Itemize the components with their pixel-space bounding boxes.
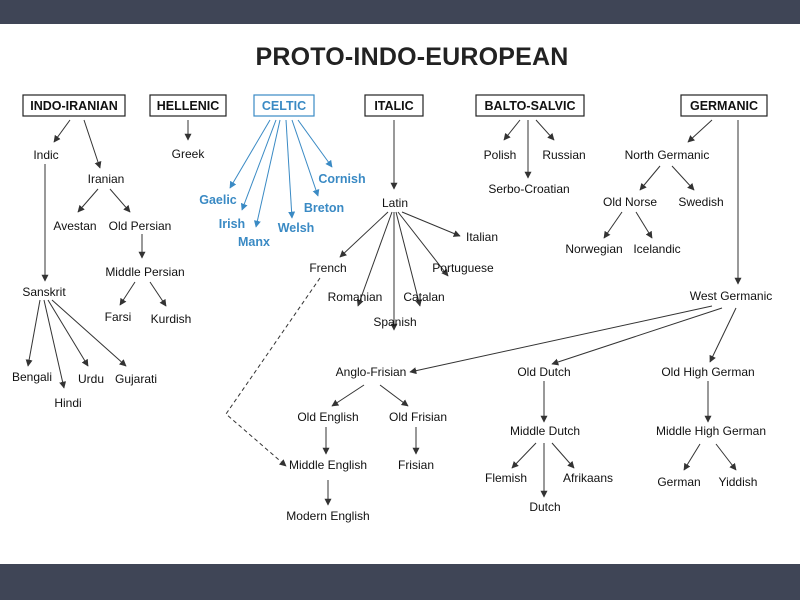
lang-irish: Irish	[219, 217, 245, 231]
lang-swedish: Swedish	[678, 195, 723, 209]
lang-old-frisian: Old Frisian	[389, 410, 447, 424]
lang-old-persian: Old Persian	[109, 219, 172, 233]
lang-middle-english: Middle English	[289, 458, 367, 472]
lang-latin: Latin	[382, 196, 408, 210]
lang-yiddish: Yiddish	[719, 475, 758, 489]
lang-polish: Polish	[484, 148, 517, 162]
lang-russian: Russian	[542, 148, 585, 162]
lang-kurdish: Kurdish	[151, 312, 192, 326]
lang-italian: Italian	[466, 230, 498, 244]
lang-farsi: Farsi	[105, 310, 132, 324]
lang-old-norse: Old Norse	[603, 195, 657, 209]
top-band	[0, 0, 800, 24]
tree-arrows	[25, 119, 742, 506]
lang-breton: Breton	[304, 201, 344, 215]
lang-old-english: Old English	[297, 410, 358, 424]
lang-norwegian: Norwegian	[565, 242, 622, 256]
lang-cornish: Cornish	[318, 172, 365, 186]
lang-serbo-croatian: Serbo-Croatian	[488, 182, 569, 196]
branch-label: ITALIC	[374, 99, 413, 113]
lang-manx: Manx	[238, 235, 270, 249]
lang-spanish: Spanish	[373, 315, 416, 329]
lang-indic: Indic	[33, 148, 58, 162]
branch-indo-iranian: INDO-IRANIAN	[22, 94, 126, 117]
lang-greek: Greek	[172, 147, 206, 161]
lang-hindi: Hindi	[54, 396, 81, 410]
branch-hellenic: HELLENIC	[149, 94, 227, 117]
branch-label: BALTO-SALVIC	[485, 99, 576, 113]
branch-celtic: CELTIC	[253, 94, 315, 117]
branch-italic: ITALIC	[364, 94, 424, 117]
lang-west-germanic: West Germanic	[690, 289, 772, 303]
lang-bengali: Bengali	[12, 370, 52, 384]
bottom-band	[0, 564, 800, 600]
lang-sanskrit: Sanskrit	[22, 285, 66, 299]
lang-gaelic: Gaelic	[199, 193, 237, 207]
lang-north-germanic: North Germanic	[625, 148, 710, 162]
lang-french: French	[309, 261, 346, 275]
lang-icelandic: Icelandic	[633, 242, 680, 256]
lang-middle-dutch: Middle Dutch	[510, 424, 580, 438]
lang-urdu: Urdu	[78, 372, 104, 386]
lang-welsh: Welsh	[278, 221, 315, 235]
lang-dutch: Dutch	[529, 500, 560, 514]
branch-germanic: GERMANIC	[680, 94, 768, 117]
language-tree-diagram: PROTO-INDO-EUROPEAN INDO-IRANIAN HELLENI…	[12, 43, 772, 523]
lang-middle-persian: Middle Persian	[105, 265, 184, 279]
branch-balto-salvic: BALTO-SALVIC	[475, 94, 585, 117]
branch-label: GERMANIC	[690, 99, 758, 113]
lang-portuguese: Portuguese	[432, 261, 494, 275]
lang-middle-high-german: Middle High German	[656, 424, 766, 438]
branch-label: INDO-IRANIAN	[30, 99, 118, 113]
lang-anglo-frisian: Anglo-Frisian	[336, 365, 407, 379]
lang-catalan: Catalan	[403, 290, 444, 304]
diagram-title: PROTO-INDO-EUROPEAN	[255, 43, 568, 71]
lang-old-high-german: Old High German	[661, 365, 754, 379]
lang-avestan: Avestan	[53, 219, 96, 233]
branch-label: HELLENIC	[157, 99, 220, 113]
diagram-canvas: PROTO-INDO-EUROPEAN INDO-IRANIAN HELLENI…	[0, 24, 800, 564]
branch-label: CELTIC	[262, 99, 306, 113]
lang-flemish: Flemish	[485, 471, 527, 485]
lang-gujarati: Gujarati	[115, 372, 157, 386]
lang-old-dutch: Old Dutch	[517, 365, 570, 379]
lang-iranian: Iranian	[88, 172, 125, 186]
lang-romanian: Romanian	[328, 290, 383, 304]
lang-modern-english: Modern English	[286, 509, 369, 523]
lang-frisian: Frisian	[398, 458, 434, 472]
lang-afrikaans: Afrikaans	[563, 471, 613, 485]
lang-german: German	[657, 475, 700, 489]
